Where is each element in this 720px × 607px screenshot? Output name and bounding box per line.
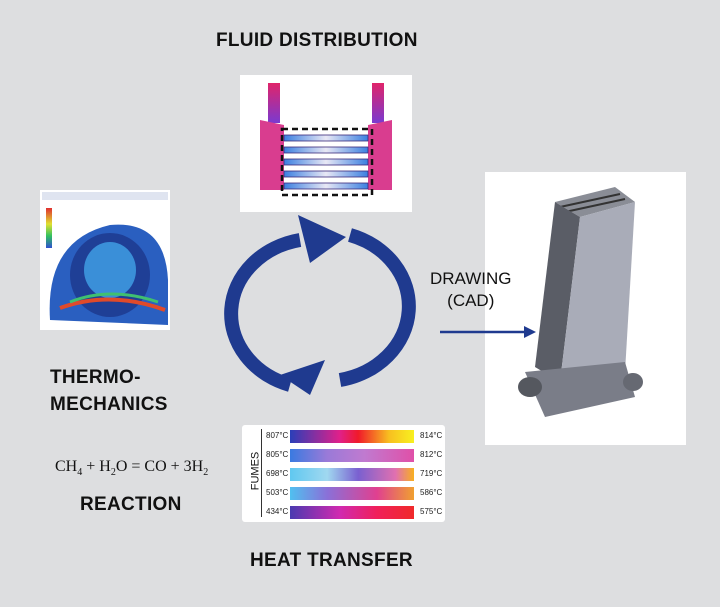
temp-left: 698°C bbox=[266, 469, 289, 478]
drawing-label-line2: (CAD) bbox=[447, 291, 495, 310]
heat-bar bbox=[290, 449, 414, 462]
temp-left: 805°C bbox=[266, 450, 289, 459]
temp-right: 814°C bbox=[420, 431, 443, 440]
fluid-distribution-image bbox=[240, 75, 412, 212]
cad-model bbox=[518, 187, 643, 417]
formula-sub: 2 bbox=[203, 467, 209, 479]
cycle-arrows-icon bbox=[224, 215, 416, 395]
temp-right: 812°C bbox=[420, 450, 443, 459]
arrow-right-icon bbox=[440, 326, 536, 338]
thermo-title-line1: THERMO- bbox=[50, 367, 141, 388]
fea-model bbox=[42, 192, 169, 325]
cad-drawing-image bbox=[485, 172, 686, 445]
temp-left: 434°C bbox=[266, 507, 289, 516]
temp-right: 586°C bbox=[420, 488, 443, 497]
formula-sub: 4 bbox=[77, 467, 83, 479]
heat-bar bbox=[290, 468, 414, 481]
fluid-flow-diagram bbox=[260, 83, 392, 197]
heat-bar bbox=[290, 506, 414, 519]
heat-transfer-title: HEAT TRANSFER bbox=[250, 550, 413, 571]
temp-right: 575°C bbox=[420, 507, 443, 516]
formula-part: CH bbox=[55, 458, 78, 475]
fumes-arrow-icon bbox=[261, 429, 262, 517]
formula-sub: 2 bbox=[110, 467, 116, 479]
thermo-mechanics-image bbox=[40, 190, 170, 330]
heat-transfer-image: FUMES 807°C 805°C 698°C 503°C 434°C 814°… bbox=[242, 425, 445, 522]
drawing-label-line1: DRAWING bbox=[430, 269, 512, 288]
heat-bar bbox=[290, 487, 414, 500]
formula-part: + H bbox=[82, 458, 111, 475]
formula-part: O = CO + 3H bbox=[115, 458, 204, 475]
temp-left: 807°C bbox=[266, 431, 289, 440]
fumes-axis-label: FUMES bbox=[249, 451, 262, 491]
heat-bar bbox=[290, 430, 414, 443]
reaction-title: REACTION bbox=[80, 494, 182, 515]
temp-right: 719°C bbox=[420, 469, 443, 478]
temp-left: 503°C bbox=[266, 488, 289, 497]
fluid-distribution-title: FLUID DISTRIBUTION bbox=[216, 30, 418, 51]
thermo-title-line2: MECHANICS bbox=[50, 394, 168, 415]
reaction-formula: CH4 + H2O = CO + 3H2 bbox=[55, 458, 208, 478]
